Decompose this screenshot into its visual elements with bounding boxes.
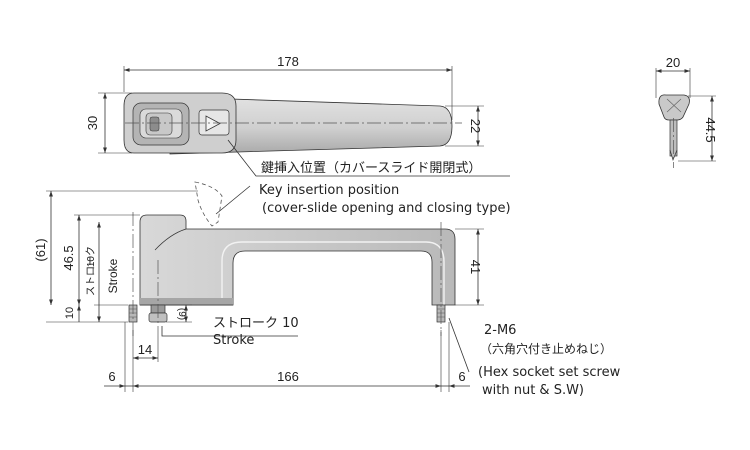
- leaders: [161, 139, 510, 373]
- dim-head-width: 30: [85, 116, 100, 130]
- dim-pitch: 166: [277, 369, 299, 384]
- dim-grip-height: 41: [468, 260, 483, 274]
- dim-stroke-vertical-en: Stroke: [106, 258, 120, 293]
- note-thread: 2-M6: [484, 323, 516, 338]
- dim-overall-length: 178: [277, 54, 299, 69]
- side-view-handle: [139, 214, 456, 306]
- dim-grip-width: 22: [468, 119, 483, 133]
- dim-key-width: 20: [666, 55, 680, 70]
- note-thread-en-1: (Hex socket set screw: [478, 365, 621, 380]
- note-stroke-jp: ストローク 10: [213, 316, 299, 331]
- dim-overall-height: (61): [33, 238, 48, 261]
- note-thread-jp: （六角穴付き止めねじ）: [480, 341, 612, 356]
- key-view: [655, 68, 716, 168]
- note-stroke-en: Stroke: [213, 333, 254, 348]
- note-key-insertion-jp: 鍵挿入位置（カバースライド開閉式）: [261, 160, 481, 176]
- dim-key-length: 44.5: [703, 117, 718, 142]
- top-view: [98, 66, 484, 155]
- note-key-insertion-en-2: (cover-slide opening and closing type): [262, 201, 511, 216]
- dim-nut: (9): [176, 308, 187, 320]
- top-view-grip: [169, 96, 453, 155]
- note-key-insertion-en-1: Key insertion position: [259, 183, 399, 198]
- dim-right-margin: 6: [458, 369, 465, 384]
- dim-left-margin: 6: [108, 369, 115, 384]
- dim-stroke-vertical-jp: ストローク: [85, 246, 97, 296]
- dim-base-height: 10: [64, 307, 76, 319]
- dim-head-offset: 14: [138, 342, 152, 357]
- side-view: [46, 181, 484, 392]
- key-bow: [658, 94, 690, 121]
- triangle-icon: [205, 115, 221, 132]
- dim-stroke-vertical-10: 10: [86, 256, 97, 268]
- dim-body-height: 46.5: [61, 245, 76, 270]
- note-thread-en-2: with nut & S.W): [482, 383, 584, 398]
